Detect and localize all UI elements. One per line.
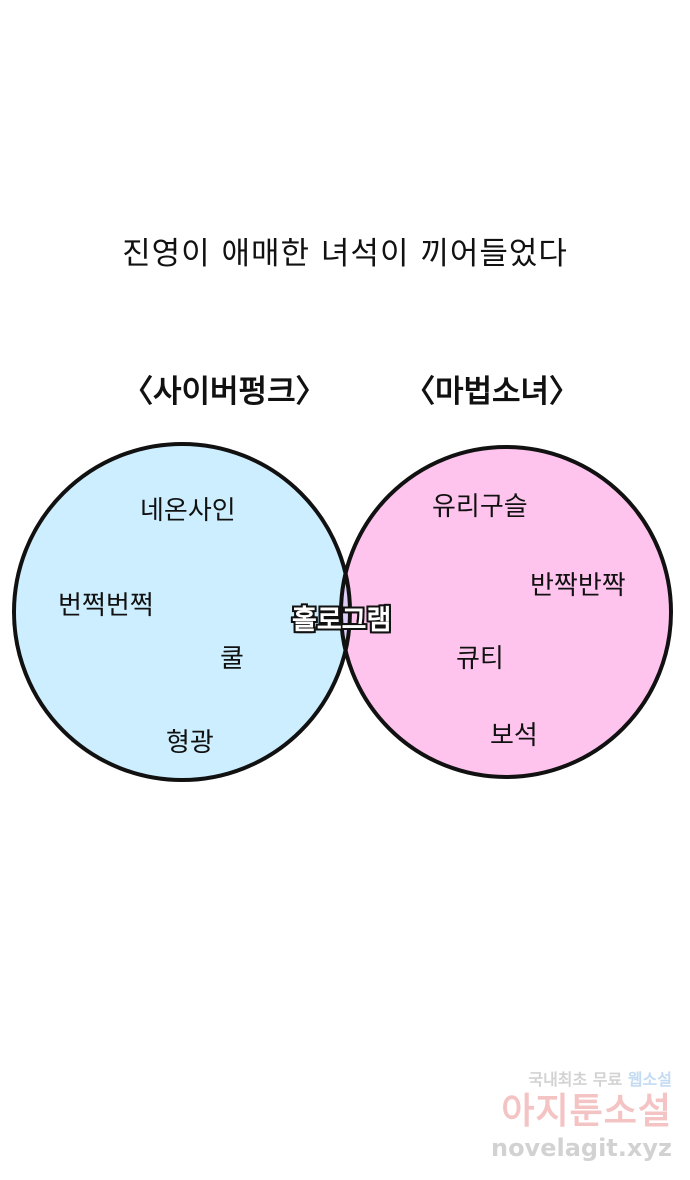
item-cool: 쿨	[220, 644, 244, 674]
watermark: 국내최초 무료 웹소설 아지툰소설 novelagit.xyz	[442, 1066, 672, 1162]
watermark-tagline-a: 국내최초 무료	[528, 1070, 623, 1089]
set-title-cyberpunk: 〈사이버펑크〉	[122, 374, 327, 410]
item-glass-marble: 유리구슬	[432, 492, 528, 522]
item-neon-sign: 네온사인	[140, 496, 236, 526]
circle-magical-girl-outline	[339, 445, 673, 779]
set-title-magical-girl: 〈마법소녀〉	[404, 374, 581, 410]
circle-magical-girl	[341, 447, 671, 777]
caption: 진영이 애매한 녀석이 끼어들었다	[122, 236, 568, 272]
watermark-tagline: 국내최초 무료 웹소설	[442, 1066, 672, 1090]
item-fluorescent: 형광	[166, 728, 214, 758]
watermark-tagline-b: 웹소설	[627, 1070, 672, 1089]
circle-cyberpunk	[14, 444, 350, 780]
item-hologram: 홀로그램	[292, 605, 392, 636]
item-jewel: 보석	[490, 721, 538, 751]
item-sparkle: 반짝반짝	[530, 571, 626, 601]
watermark-url: novelagit.xyz	[490, 1134, 672, 1162]
item-cutie: 큐티	[456, 644, 504, 674]
circle-cyberpunk-outline	[12, 442, 352, 782]
watermark-brand: 아지툰소설	[501, 1091, 672, 1132]
item-flash: 번쩍번쩍	[58, 591, 154, 621]
